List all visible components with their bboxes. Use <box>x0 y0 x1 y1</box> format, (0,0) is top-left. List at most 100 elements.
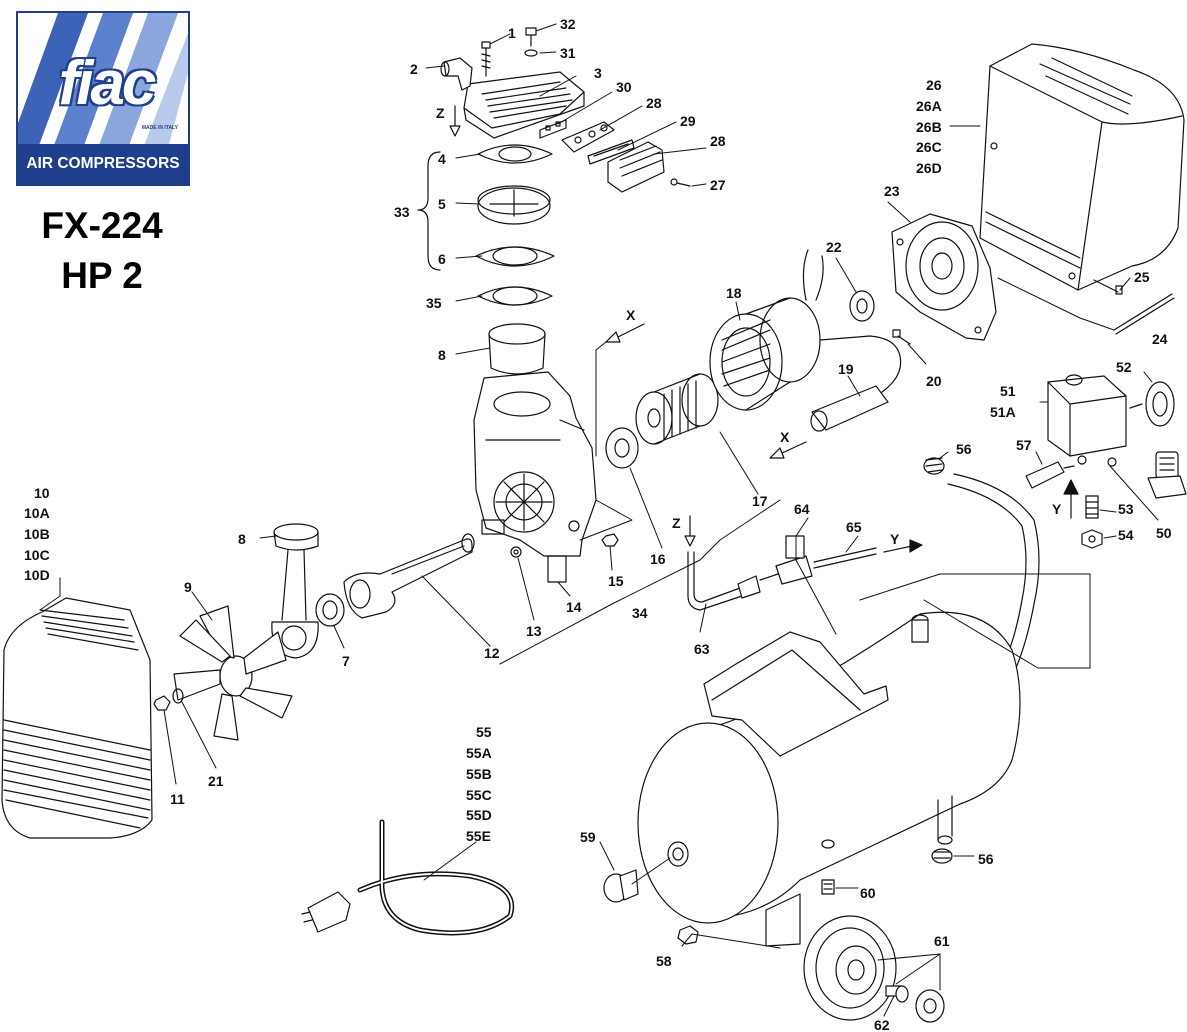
axis-z-top: Z <box>436 105 445 121</box>
part-label: 29 <box>680 113 696 129</box>
part-label: 55C <box>466 787 492 803</box>
part-label: 56 <box>978 851 994 867</box>
rear-shroud <box>979 43 1185 291</box>
screw-25 <box>1093 279 1123 295</box>
part-label: 11 <box>170 791 185 807</box>
regulator <box>1147 451 1187 499</box>
pipe-63 <box>687 551 761 611</box>
part-label: 27 <box>710 177 726 193</box>
part-label: 5 <box>438 196 446 212</box>
part-label: 9 <box>184 579 192 595</box>
logo-made-in: MADE IN ITALY <box>141 125 178 131</box>
gasket-4 <box>477 144 553 164</box>
union-64 <box>759 535 813 585</box>
fitting-53 <box>1085 495 1099 519</box>
cylinder-head <box>463 71 585 139</box>
gasket-35 <box>477 286 553 306</box>
part-label: 33 <box>394 204 410 220</box>
part-label: 28 <box>710 133 726 149</box>
gasket-6 <box>475 246 555 267</box>
part-label: 63 <box>694 641 710 657</box>
part-label: 18 <box>726 285 742 301</box>
plug-59 <box>603 869 639 903</box>
stator <box>709 249 824 411</box>
part-label: 30 <box>616 79 632 95</box>
nut-58 <box>677 925 699 945</box>
head-bolt <box>481 41 491 77</box>
power-cord <box>301 819 514 936</box>
part-label: 23 <box>884 183 900 199</box>
rotor <box>635 373 719 445</box>
part-label: 8 <box>238 531 246 547</box>
part-label: 51A <box>990 404 1016 420</box>
axis-y-right: Y <box>890 531 900 547</box>
part-label: 56 <box>956 441 972 457</box>
axis-x-upper: X <box>626 307 636 323</box>
part-label: 59 <box>580 829 596 845</box>
drain-valve <box>821 839 835 895</box>
part-label: 19 <box>838 361 854 377</box>
part-label: 64 <box>794 501 810 517</box>
wheel <box>803 915 897 1021</box>
part-label: 15 <box>608 573 624 589</box>
logo-brand-text: fiac <box>58 49 157 118</box>
bearing-22 <box>849 290 875 322</box>
front-shroud <box>1 597 153 839</box>
brace-33 <box>417 151 441 271</box>
fitting-56-bottom <box>931 848 953 864</box>
fitting-56-top <box>923 457 945 475</box>
model-power: HP 2 <box>61 255 143 296</box>
nut-11 <box>153 695 171 711</box>
part-label: 60 <box>860 885 876 901</box>
part-label: 2 <box>410 61 418 77</box>
logo-tagline: AIR COMPRESSORS <box>18 144 188 184</box>
part-label: 61 <box>934 933 950 949</box>
part-label: 26C <box>916 139 942 155</box>
axis-y-up: Y <box>1052 501 1062 517</box>
part-label: 35 <box>426 295 442 311</box>
valve-block-28 <box>607 141 665 193</box>
mounting-plate <box>703 631 889 757</box>
part-label: 16 <box>650 551 666 567</box>
screw-27 <box>670 178 691 187</box>
z-arrow-mid <box>684 515 696 547</box>
fiac-logo: fiac MADE IN ITALY AIR COMPRESSORS <box>16 11 190 186</box>
leader-lines <box>39 23 1159 1017</box>
part-label: 7 <box>342 653 350 669</box>
crankcase <box>473 371 597 583</box>
axis-z-mid: Z <box>672 515 681 531</box>
pressure-switch <box>1047 374 1127 467</box>
part-label: 3 <box>594 65 602 81</box>
part-label: 58 <box>656 953 672 969</box>
part-label: 14 <box>566 599 582 615</box>
part-label: 62 <box>874 1017 890 1032</box>
part-label: 10C <box>24 547 50 563</box>
part-label: 8 <box>438 347 446 363</box>
y-arrow-right <box>883 539 923 553</box>
fan <box>173 605 293 741</box>
part-label: 55D <box>466 807 492 823</box>
part-label: 20 <box>926 373 942 389</box>
part-label: 31 <box>560 45 576 61</box>
part-label: 25 <box>1134 269 1150 285</box>
tube-65 <box>813 547 877 569</box>
axis-x-lower: X <box>780 429 790 445</box>
part-label: 10D <box>24 567 50 583</box>
part-label: 55A <box>466 745 492 761</box>
nut-15 <box>601 533 619 547</box>
nut-13 <box>510 546 522 558</box>
part-number-labels: 1 2 3 4 5 6 7 8 8 9 10 10A 10B 10C 10D 1… <box>24 16 1172 1032</box>
part-label: 54 <box>1118 527 1134 543</box>
hubcap-61 <box>915 989 945 1023</box>
gasket-30 <box>539 119 567 139</box>
part-label: 12 <box>484 645 500 661</box>
part-label: 55E <box>466 828 491 844</box>
part-label: 6 <box>438 251 446 267</box>
z-arrow-top <box>449 105 461 137</box>
gasket-29 <box>587 139 635 165</box>
part-label: 55B <box>466 766 492 782</box>
part-label: 65 <box>846 519 862 535</box>
part-label: 26B <box>916 119 942 135</box>
part-label: 10B <box>24 526 50 542</box>
